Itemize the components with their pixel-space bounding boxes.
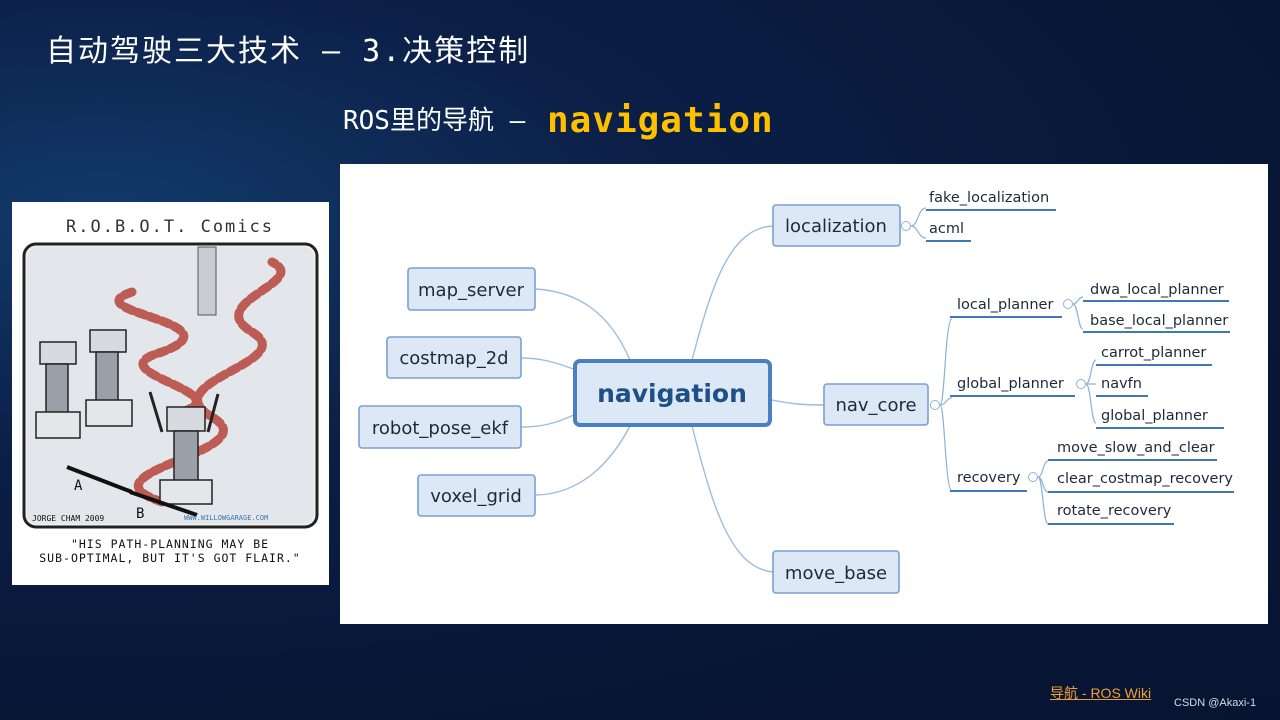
subnode-local-planner[interactable]: local_planner (957, 297, 1053, 313)
node-voxel-grid[interactable]: voxel_grid (417, 474, 536, 517)
csdn-credit: CSDN @Akaxi-1 (1174, 697, 1257, 709)
comic-label-a: A (74, 478, 83, 494)
comic-line-a (66, 465, 133, 494)
comic-site: WWW.WILLOWGARAGE.COM (184, 514, 268, 522)
comic-signature: JORGE CHAM 2009 (32, 514, 104, 523)
leaf-global-planner: global_planner (1101, 408, 1208, 424)
leaf-dwa-local-planner: dwa_local_planner (1090, 282, 1224, 298)
link-move-base (691, 425, 774, 573)
svg-text:navigation: navigation (597, 379, 747, 408)
node-localization[interactable]: localization (772, 204, 901, 247)
branch-localization (910, 207, 927, 239)
leaf-base-local-planner: base_local_planner (1090, 313, 1228, 329)
svg-text:nav_core: nav_core (835, 395, 916, 416)
comic-robot-2 (85, 329, 133, 427)
link-voxel-grid (535, 425, 631, 496)
branch-nav-core (939, 318, 953, 492)
link-localization (691, 225, 774, 361)
node-map-server[interactable]: map_server (407, 267, 536, 311)
svg-text:costmap_2d: costmap_2d (399, 348, 508, 369)
svg-text:robot_pose_ekf: robot_pose_ekf (372, 418, 509, 439)
leaf-rotate-recovery: rotate_recovery (1057, 503, 1172, 519)
node-nav-core[interactable]: nav_core (823, 383, 929, 426)
leaf-move-slow-and-clear: move_slow_and_clear (1057, 440, 1215, 456)
leaf-fake-localization: fake_localization (929, 190, 1049, 206)
link-map-server (535, 288, 631, 361)
node-robot-pose-ekf[interactable]: robot_pose_ekf (358, 405, 522, 449)
ros-wiki-link[interactable]: 导航 - ROS Wiki (1050, 685, 1152, 701)
leaf-carrot-planner: carrot_planner (1101, 345, 1206, 361)
comic-caption-line2: SUB-OPTIMAL, BUT IT'S GOT FLAIR." (39, 551, 300, 565)
comic-line-b (129, 490, 198, 517)
link-robot-pose (521, 413, 577, 428)
node-move-base[interactable]: move_base (772, 550, 900, 594)
branch-global-planner (1085, 359, 1097, 424)
node-costmap-2d[interactable]: costmap_2d (386, 336, 522, 379)
node-navigation-center[interactable]: navigation (573, 359, 772, 427)
leaf-acml: acml (929, 221, 964, 237)
collapse-local-planner-icon[interactable] (1063, 299, 1073, 309)
comic-label-b: B (136, 506, 144, 522)
navigation-mindmap: map_server costmap_2d robot_pose_ekf vox… (340, 164, 1268, 624)
svg-text:map_server: map_server (418, 280, 525, 301)
link-costmap (521, 357, 577, 371)
collapse-recovery-icon[interactable] (1028, 472, 1038, 482)
subnode-recovery[interactable]: recovery (957, 470, 1021, 486)
comic-robot-3 (148, 391, 220, 505)
comic-header: R.O.B.O.T. Comics (66, 217, 274, 237)
slide-subtitle: ROS里的导航 — navigation (343, 100, 774, 141)
svg-text:move_base: move_base (785, 563, 887, 584)
mindmap-svg: map_server costmap_2d robot_pose_ekf vox… (358, 190, 1234, 594)
comic-pillar (197, 246, 217, 316)
subtitle-prefix: ROS里的导航 — (343, 106, 526, 136)
svg-text:localization: localization (785, 216, 887, 237)
collapse-nav-core-icon[interactable] (930, 400, 940, 410)
branch-local-planner (1072, 296, 1084, 330)
robot-comic: R.O.B.O.T. Comics A B JORGE CHAM (12, 202, 329, 585)
comic-path (114, 257, 286, 507)
leaf-clear-costmap-recovery: clear_costmap_recovery (1057, 471, 1233, 487)
leaf-navfn: navfn (1101, 376, 1142, 392)
branch-recovery (1037, 460, 1049, 525)
comic-illustration: R.O.B.O.T. Comics A B JORGE CHAM (22, 217, 319, 565)
subtitle-accent: navigation (546, 100, 774, 141)
comic-robot-1 (35, 341, 81, 439)
svg-text:voxel_grid: voxel_grid (430, 486, 522, 507)
slide-title: 自动驾驶三大技术 — 3.决策控制 (46, 34, 531, 69)
collapse-localization-icon[interactable] (901, 221, 911, 231)
comic-caption-line1: "HIS PATH-PLANNING MAY BE (71, 537, 269, 551)
subnode-global-planner[interactable]: global_planner (957, 376, 1064, 392)
link-nav-core (771, 399, 825, 406)
collapse-global-planner-icon[interactable] (1076, 379, 1086, 389)
